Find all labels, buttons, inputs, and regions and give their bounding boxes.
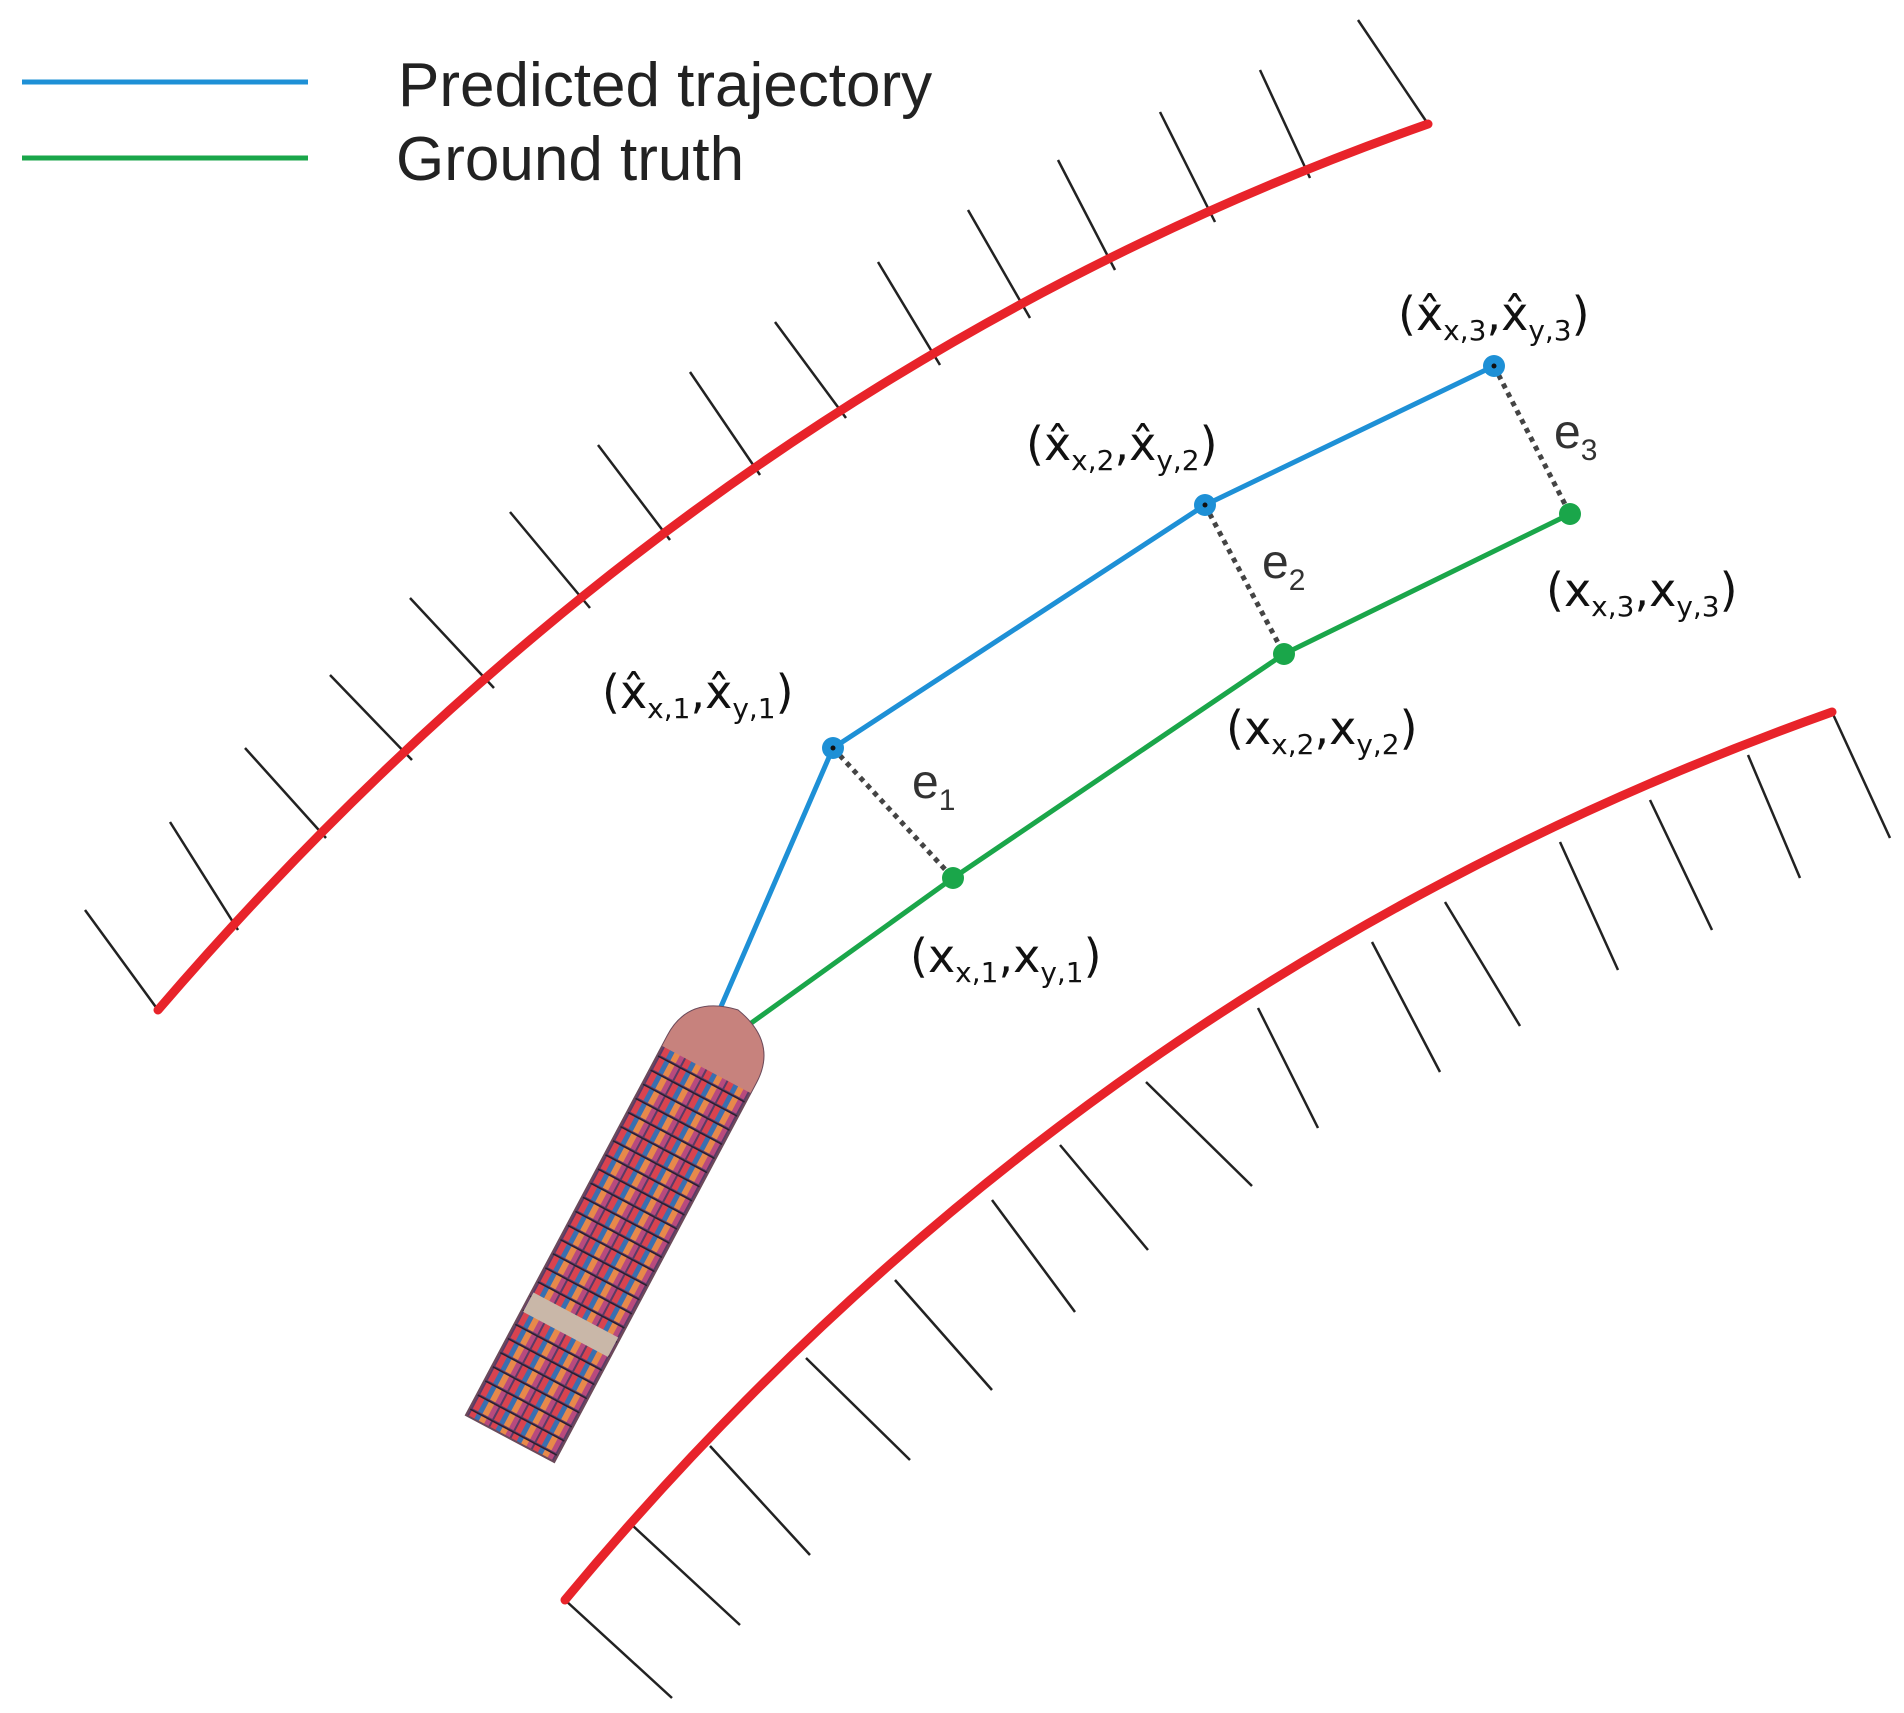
predicted-trajectory-line (694, 363, 1496, 1063)
error-label-3: e3 (1554, 406, 1597, 467)
error-label-2: e2 (1262, 536, 1305, 597)
ground-truth-point-2 (1273, 643, 1295, 665)
error-line-2 (1202, 503, 1287, 656)
upper-bank-hatching (83, 19, 1430, 1011)
ground-truth-trajectory-line (695, 511, 1572, 1065)
ground-truth-points (942, 503, 1581, 889)
predicted-point-3-label: (x̂x,3,x̂y,3) (1398, 287, 1590, 347)
lower-bank (560, 707, 1892, 1699)
ground-truth-point-1 (942, 867, 964, 889)
upper-bank (83, 19, 1433, 1015)
ship-bridge (523, 1292, 619, 1357)
ground-truth-point-3 (1559, 503, 1581, 525)
error-connectors (831, 364, 1573, 880)
upper-bank-line (153, 119, 1433, 1015)
lower-bank-line (560, 707, 1837, 1605)
predicted-point-1-label: (x̂x,1,x̂y,1) (602, 665, 794, 725)
error-line-3 (1491, 364, 1573, 516)
lower-bank-hatching (564, 711, 1892, 1699)
ground-truth-point-3-label: (xx,3,xy,3) (1546, 563, 1738, 623)
ground-truth-point-1-label: (xx,1,xy,1) (910, 929, 1102, 989)
ship-bow (662, 1006, 764, 1093)
predicted-point-2-label: (x̂x,2,x̂y,2) (1026, 417, 1218, 477)
legend-predicted-label: Predicted trajectory (398, 51, 932, 120)
legend: Predicted trajectory Ground truth (22, 51, 932, 194)
error-label-1: e1 (912, 756, 955, 817)
predicted-points (822, 355, 1505, 759)
container-ship-icon (464, 1005, 765, 1464)
legend-ground-truth-label: Ground truth (396, 125, 744, 194)
ground-truth-point-2-label: (xx,2,xy,2) (1226, 701, 1418, 761)
